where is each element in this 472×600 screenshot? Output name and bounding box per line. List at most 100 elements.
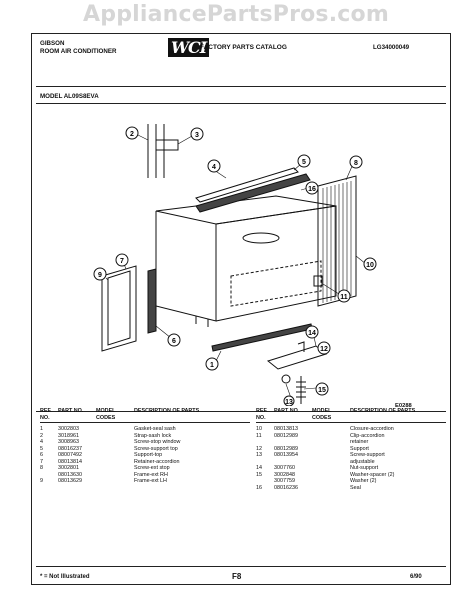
- logo-text: WCI: [168, 38, 210, 57]
- cell-ref: 12: [256, 445, 262, 452]
- cell-part: 3008963: [58, 439, 79, 445]
- cell-ref: 16: [256, 484, 262, 491]
- cell-desc: Frame-ext LH: [134, 478, 167, 484]
- cell-part: 3007759: [274, 478, 295, 484]
- cell-model: [96, 478, 134, 485]
- cell-desc: Washer (2): [350, 478, 377, 484]
- svg-text:1: 1: [210, 362, 214, 369]
- cell-ref: 9: [40, 478, 43, 484]
- cell-part: 3002801: [58, 465, 79, 471]
- cell-ref: 13: [256, 452, 262, 458]
- callout-1: 1: [205, 357, 219, 371]
- svg-text:7: 7: [120, 258, 124, 265]
- parts-table-left: REF. NO. PART NO. MODEL CODES DESCRIPTIO…: [40, 408, 250, 485]
- cell-desc: Seal: [350, 484, 361, 491]
- svg-text:13: 13: [285, 399, 293, 406]
- footer-rule: [36, 566, 446, 567]
- col-ref: REF. NO.: [40, 408, 52, 421]
- cell-desc: retainer: [350, 439, 369, 445]
- callout-4: 4: [207, 159, 221, 173]
- model-divider: [36, 103, 446, 104]
- svg-text:3: 3: [195, 132, 199, 139]
- svg-text:2: 2: [130, 131, 134, 138]
- callout-2: 2: [125, 126, 139, 140]
- cell-desc: adjustable: [350, 458, 375, 465]
- cell-desc: Nut-support: [350, 465, 379, 471]
- callout-9: 9: [93, 267, 107, 281]
- col-desc: DESCRIPTION OF PARTS: [134, 408, 200, 414]
- callout-13: 13: [283, 395, 295, 406]
- table-row: adjustable: [256, 459, 446, 466]
- cell-ref: 15: [256, 471, 262, 478]
- svg-text:16: 16: [308, 186, 316, 193]
- cell-part: 3007760: [274, 465, 295, 471]
- svg-text:10: 10: [366, 262, 374, 269]
- col-part: PART NO.: [58, 408, 84, 414]
- cell-desc: Gasket-seal sash: [134, 426, 176, 432]
- cell-desc: Support-top: [134, 452, 163, 458]
- callout-6: 6: [167, 333, 181, 347]
- col-model: MODEL CODES: [312, 408, 332, 421]
- svg-text:9: 9: [98, 272, 102, 279]
- brand-name: GIBSON: [40, 40, 65, 47]
- callout-16: 16: [305, 181, 319, 195]
- cell-ref: 7: [40, 458, 43, 465]
- figure-code: E0288: [395, 403, 412, 409]
- cell-ref: 2: [40, 432, 43, 439]
- callout-15: 15: [315, 382, 329, 396]
- cell-ref: 10: [256, 426, 262, 432]
- table-row: 15 3002848 Washer-spacer (2): [256, 472, 446, 479]
- cell-desc: Screw-stop window: [134, 439, 181, 445]
- cell-desc: Clip-accordion: [350, 432, 385, 439]
- cell-ref: 6: [40, 452, 43, 458]
- svg-text:4: 4: [212, 164, 216, 171]
- cell-desc: Screw-ext stop: [134, 465, 170, 471]
- parts-table-right: REF. NO. PART NO. MODEL CODES DESCRIPTIO…: [256, 408, 446, 491]
- catalog-title: FACTORY PARTS CATALOG: [200, 44, 287, 51]
- cell-ref: 8: [40, 465, 43, 471]
- cell-desc: Closure-accordion: [350, 426, 394, 432]
- cell-part: 08016237: [58, 445, 82, 452]
- cell-desc: Frame-ext RH: [134, 471, 168, 478]
- col-part: PART NO.: [274, 408, 300, 414]
- cell-ref: 5: [40, 445, 43, 452]
- table-header: REF. NO. PART NO. MODEL CODES DESCRIPTIO…: [40, 408, 250, 423]
- callout-5: 5: [297, 154, 311, 168]
- table-row: retainer: [256, 439, 446, 446]
- cell-ref: 1: [40, 426, 43, 432]
- cell-desc: Support: [350, 445, 369, 452]
- cell-desc: Retainer-accordion: [134, 458, 180, 465]
- svg-text:6: 6: [172, 338, 176, 345]
- cell-ref: 4: [40, 439, 43, 445]
- watermark: AppliancePartsPros.com: [83, 2, 389, 27]
- table-top-rule: [36, 411, 446, 412]
- cell-desc: Washer-spacer (2): [350, 471, 395, 478]
- table-row: 4 3008963 Screw-stop window: [40, 439, 250, 446]
- col-desc: DESCRIPTION OF PARTS: [350, 408, 416, 414]
- col-model: MODEL CODES: [96, 408, 116, 421]
- cell-part: 08013629: [58, 478, 82, 484]
- catalog-number: LG34000049: [373, 44, 410, 51]
- cell-ref: 11: [256, 432, 262, 439]
- cell-part: 08013954: [274, 452, 298, 458]
- header-brand-block: GIBSON ROOM AIR CONDITIONER: [40, 40, 116, 56]
- callout-3: 3: [190, 127, 204, 141]
- col-ref: REF. NO.: [256, 408, 268, 421]
- cell-part: 3002848: [274, 471, 295, 478]
- table-row: 9 08013629 Frame-ext LH: [40, 478, 250, 485]
- callout-layer: 2 3 4 5 8 16 7 9 10 11 6 14 12 1 15 13: [93, 126, 377, 406]
- wci-logo: WCI: [168, 38, 210, 58]
- product-name: ROOM AIR CONDITIONER: [40, 48, 117, 55]
- cell-part: 08012989: [274, 432, 298, 439]
- cell-model: [312, 485, 350, 492]
- svg-text:5: 5: [302, 159, 306, 166]
- callout-12: 12: [317, 341, 331, 355]
